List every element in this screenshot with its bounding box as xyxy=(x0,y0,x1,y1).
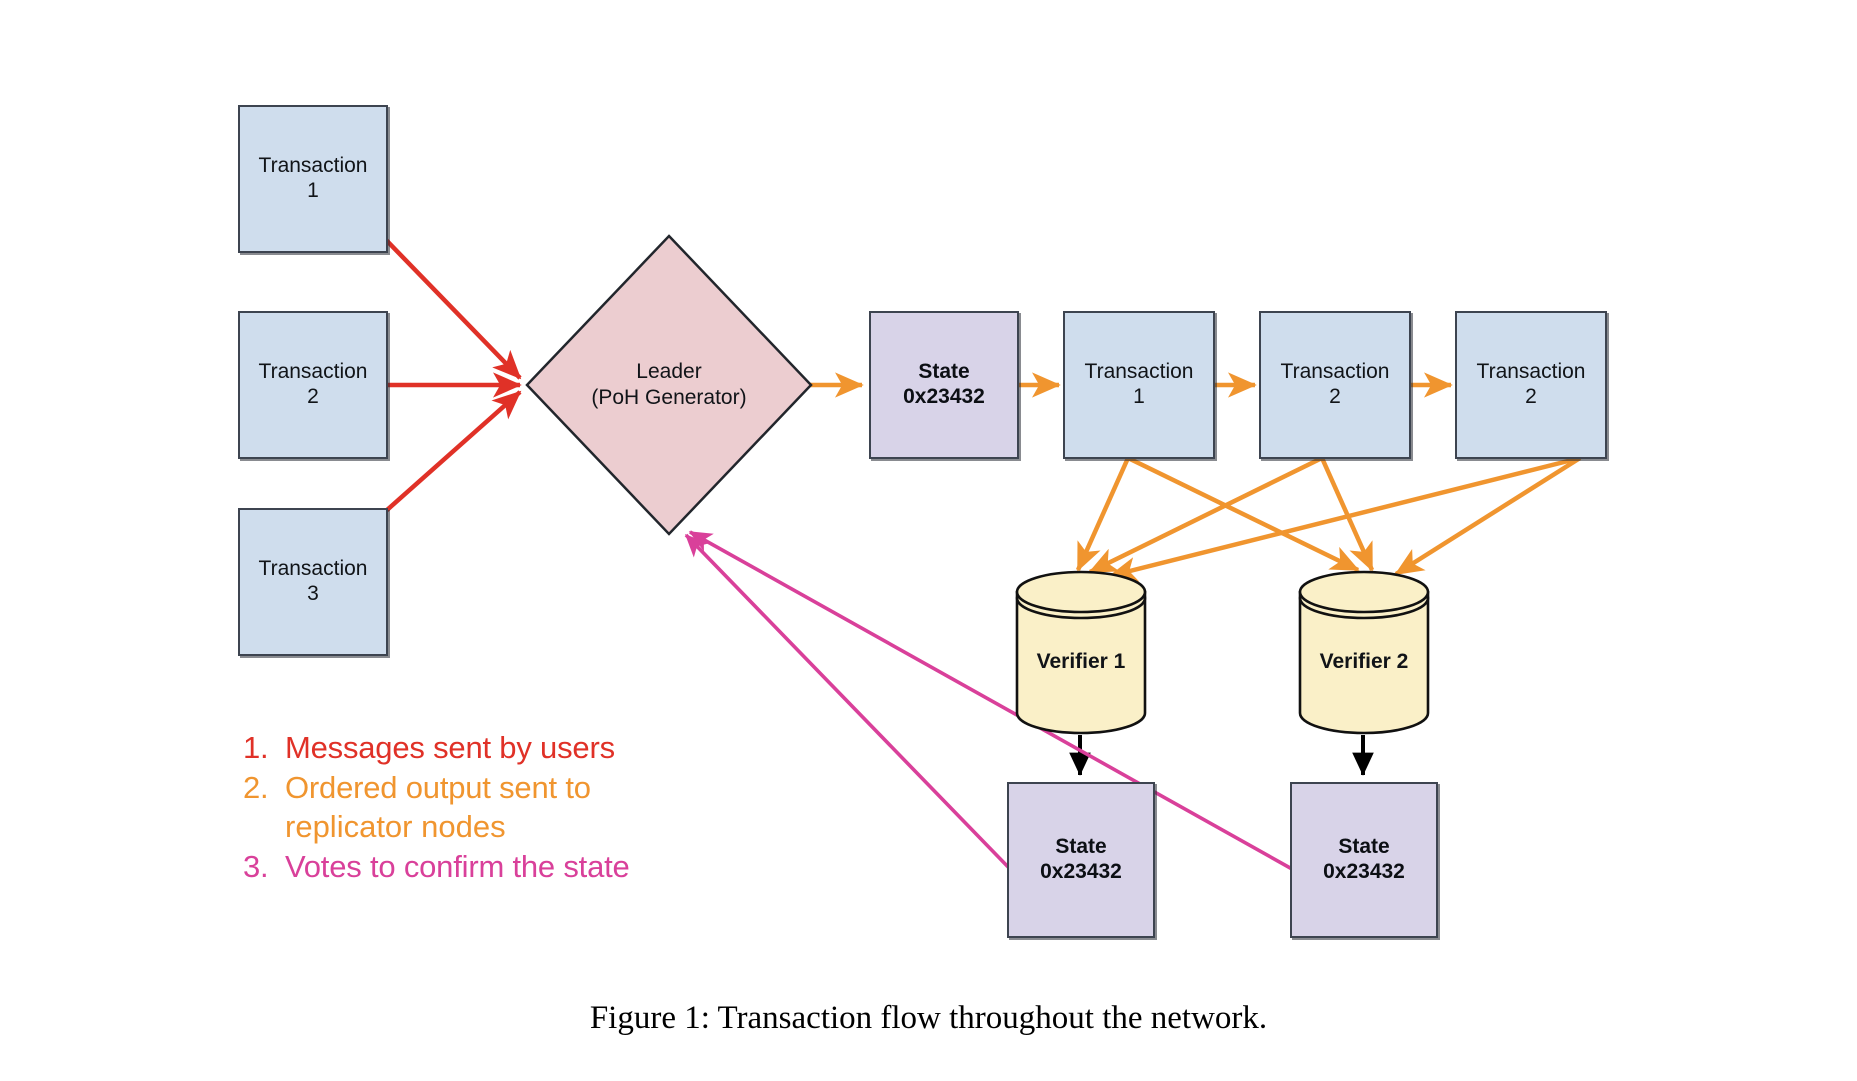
legend: 1. Messages sent by users 2. Ordered out… xyxy=(243,728,763,887)
verifier-2[interactable]: Verifier 2 xyxy=(1297,570,1431,735)
transaction-output-1-line2: 1 xyxy=(1133,385,1145,408)
transaction-output-2-line2: 2 xyxy=(1329,385,1341,408)
legend-item-3-number: 3. xyxy=(243,849,269,885)
transaction-output-3-line2: 2 xyxy=(1525,385,1537,408)
verifier-1-state-box[interactable]: State 0x23432 xyxy=(1007,782,1155,938)
verifier-1-state-line2: 0x23432 xyxy=(1040,860,1122,883)
leader-diamond-shape xyxy=(525,234,813,536)
transaction-output-3[interactable]: Transaction 2 xyxy=(1455,311,1607,459)
legend-item-2: 2. Ordered output sent to xyxy=(243,768,763,808)
verifier-1[interactable]: Verifier 1 xyxy=(1014,570,1148,735)
verifier-2-cylinder-shape xyxy=(1298,570,1430,735)
transaction-output-3-line1: Transaction xyxy=(1476,360,1586,384)
verifier-2-state-line1: State xyxy=(1338,835,1390,859)
transaction-output-2-line1: Transaction xyxy=(1280,360,1390,384)
edges-verifier-to-state xyxy=(1069,735,1374,776)
legend-item-1: 1. Messages sent by users xyxy=(243,728,763,768)
transaction-input-2[interactable]: Transaction 2 xyxy=(238,311,388,459)
ledger-state-line1: State xyxy=(918,360,970,384)
transaction-output-1-line1: Transaction xyxy=(1084,360,1194,384)
verifier-2-state-line2: 0x23432 xyxy=(1323,860,1405,883)
ledger-state-line2: 0x23432 xyxy=(903,385,985,408)
legend-item-2-continuation: replicator nodes xyxy=(285,809,506,845)
verifier-2-state-box[interactable]: State 0x23432 xyxy=(1290,782,1438,938)
transaction-input-2-line1: Transaction xyxy=(258,360,368,384)
edges-ordered-output-to-verifiers xyxy=(1075,455,1582,582)
verifier-1-state-line1: State xyxy=(1055,835,1107,859)
legend-item-2-number: 2. xyxy=(243,769,269,805)
edges-votes xyxy=(684,530,1293,873)
legend-item-3-text: Votes to confirm the state xyxy=(285,849,630,885)
transaction-input-2-line2: 2 xyxy=(307,385,319,408)
transaction-input-3-line2: 3 xyxy=(307,582,319,605)
leader-node[interactable]: Leader (PoH Generator) xyxy=(524,233,814,537)
legend-item-1-number: 1. xyxy=(243,730,269,765)
transaction-input-3-line1: Transaction xyxy=(258,557,368,581)
ledger-state-box[interactable]: State 0x23432 xyxy=(869,311,1019,459)
legend-item-2-text: Ordered output sent to xyxy=(285,769,591,805)
legend-item-1-text: Messages sent by users xyxy=(285,730,615,765)
transaction-output-2[interactable]: Transaction 2 xyxy=(1259,311,1411,459)
figure-caption: Figure 1: Transaction flow throughout th… xyxy=(589,1000,1268,1036)
legend-item-3: 3. Votes to confirm the state xyxy=(243,847,763,887)
transaction-output-1[interactable]: Transaction 1 xyxy=(1063,311,1215,459)
transaction-input-1-line1: Transaction xyxy=(258,154,368,178)
transaction-input-1-line2: 1 xyxy=(307,179,319,202)
transaction-input-1[interactable]: Transaction 1 xyxy=(238,105,388,253)
transaction-input-3[interactable]: Transaction 3 xyxy=(238,508,388,656)
verifier-1-cylinder-shape xyxy=(1015,570,1147,735)
